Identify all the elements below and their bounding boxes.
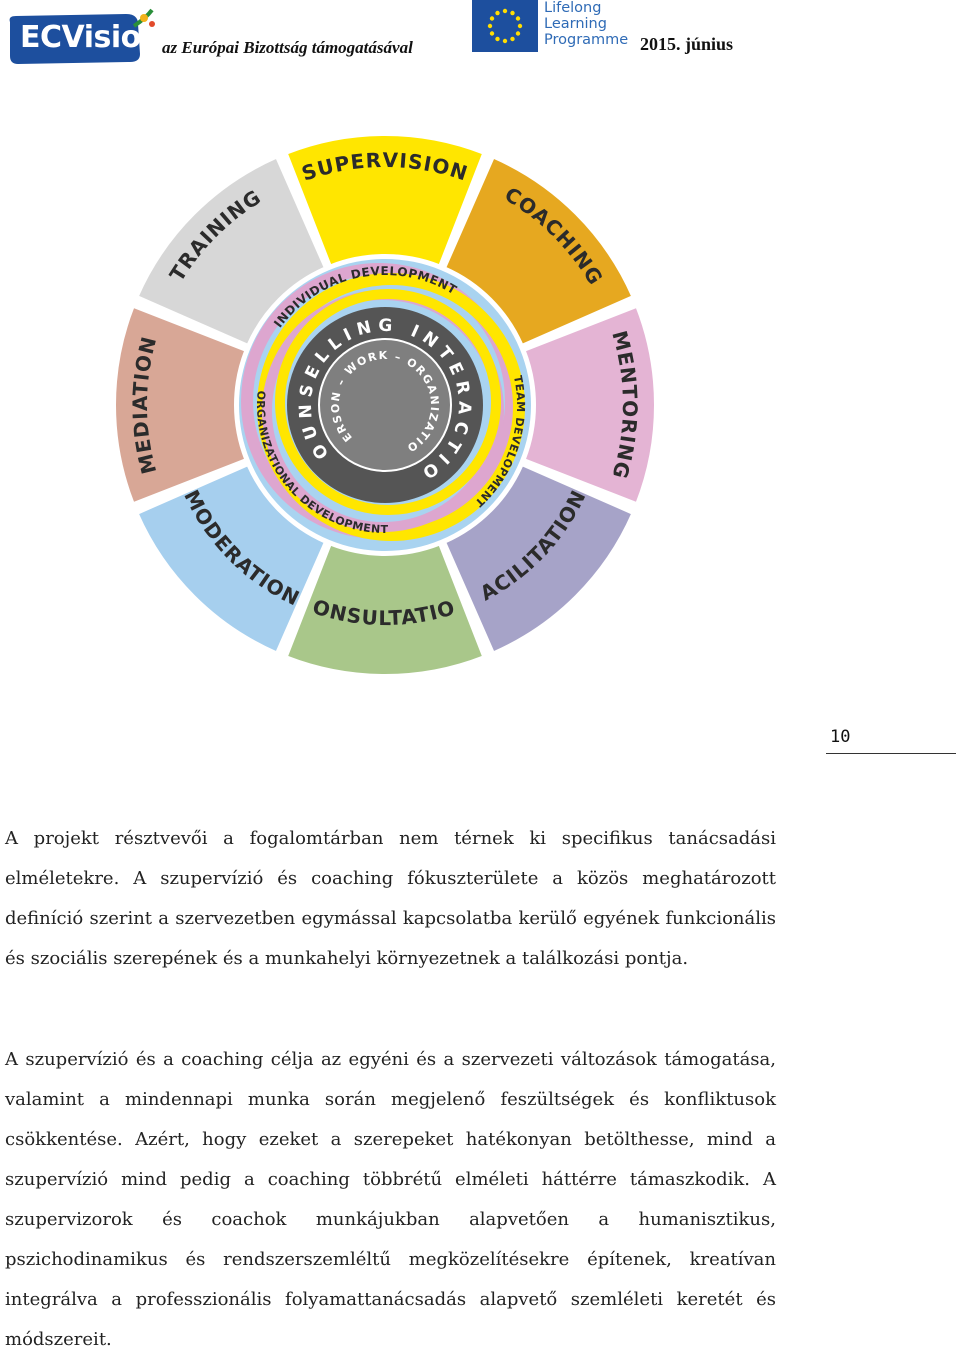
wheel-segment xyxy=(443,156,634,347)
wheel-segment xyxy=(136,156,327,347)
page-number: 10 xyxy=(830,727,851,747)
page-number-rule xyxy=(826,753,956,754)
wheel-segment xyxy=(285,134,485,267)
ecvision-logo-text: ECVision xyxy=(20,20,162,55)
wheel-outer-segments xyxy=(114,134,656,676)
ring-yellow-inner xyxy=(275,289,501,515)
eu-star-icon xyxy=(510,10,515,16)
eu-star-icon xyxy=(515,31,521,36)
llp-logo-text: Lifelong Learning Programme xyxy=(544,0,628,48)
counselling-wheel-diagram: SUPERVISIONCOACHINGMENTORINGFACILITATION… xyxy=(105,125,656,676)
body-paragraph: A projekt résztvevői a fogalomtárban nem… xyxy=(5,828,776,969)
eu-star-icon xyxy=(489,16,495,21)
llp-logo-line: Lifelong xyxy=(544,0,602,16)
header-tagline: az Európai Bizottság támogatásával xyxy=(162,38,413,57)
wheel-segment xyxy=(136,463,327,654)
core-disc xyxy=(319,339,451,471)
eu-star-icon xyxy=(517,23,523,29)
eu-star-icon xyxy=(487,23,493,29)
wheel-segment xyxy=(285,543,485,676)
core-divider xyxy=(318,338,452,472)
page-header: ECVision az Európai Bizottság támogatásá… xyxy=(0,0,960,70)
eu-star-icon xyxy=(515,16,521,21)
wheel-segment xyxy=(114,305,247,505)
llp-logo-line: Learning xyxy=(544,16,607,32)
eu-star-icon xyxy=(495,36,500,42)
eu-star-icon xyxy=(489,31,495,36)
body-paragraph: A szupervízió és a coaching célja az egy… xyxy=(5,1049,776,1350)
eu-star-icon xyxy=(495,10,500,16)
wheel-segment xyxy=(443,463,634,654)
llp-logo-line: Programme xyxy=(544,32,629,48)
eu-star-icon xyxy=(502,8,508,14)
eu-star-icon xyxy=(510,36,515,42)
ecvision-logo xyxy=(9,8,155,64)
wheel-segment xyxy=(523,305,656,505)
eu-star-icon xyxy=(502,38,508,44)
eu-flag-icon xyxy=(472,0,538,52)
header-date: 2015. június xyxy=(640,34,734,54)
